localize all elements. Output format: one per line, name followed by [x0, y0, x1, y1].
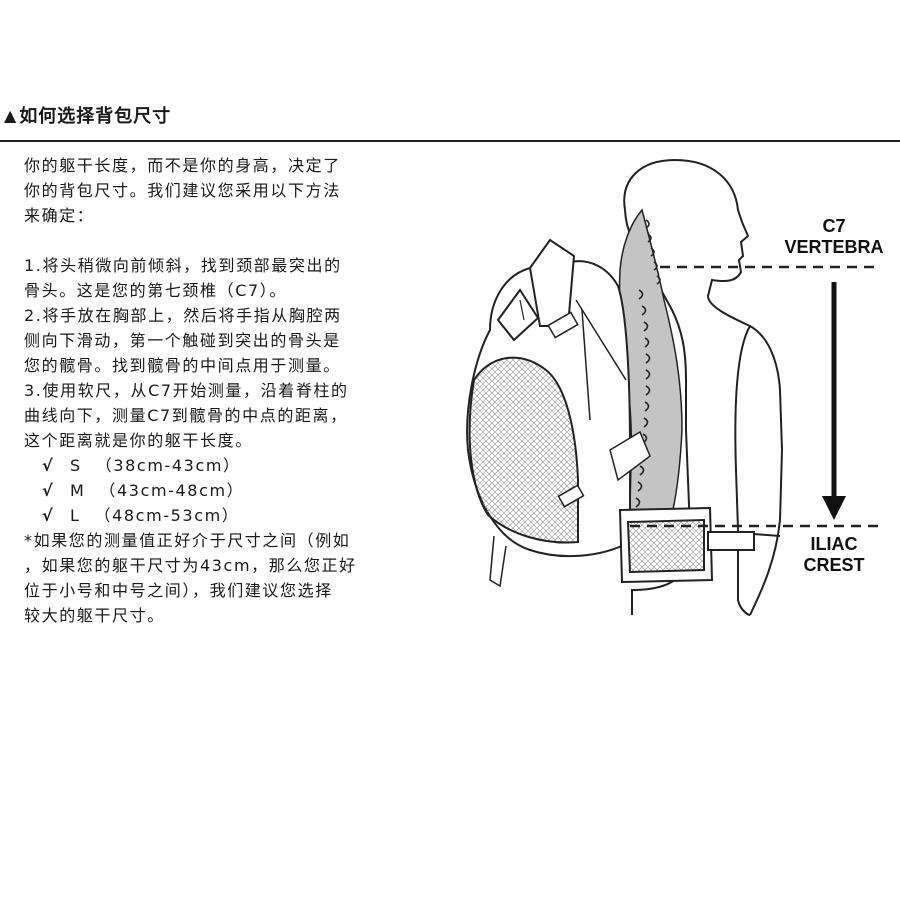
size-label: M — [70, 481, 86, 500]
size-item-s: √ S （38cm-43cm） — [24, 453, 434, 478]
c7-label-line2: VERTEBRA — [784, 237, 884, 257]
intro-paragraph: 你的躯干长度，而不是你的身高，决定了 你的背包尺寸。我们建议您采用以下方法 来确… — [24, 156, 341, 225]
step-2: 2.将手放在胸部上，然后将手指从胸腔两 侧向下滑动，第一个触碰到突出的骨头是 您… — [24, 306, 342, 375]
iliac-label-line1: ILIAC — [810, 534, 858, 554]
heading-divider — [0, 140, 900, 142]
step-1: 1.将头稍微向前倾斜，找到颈部最突出的 骨头。这是您的第七颈椎（C7）。 — [24, 256, 342, 300]
size-range: （43cm-48cm） — [99, 481, 245, 500]
triangle-up-icon: ▲ — [4, 105, 18, 125]
iliac-label-line2: CREST — [803, 555, 865, 575]
size-range: （38cm-43cm） — [95, 456, 241, 475]
c7-vertebra-label: C7 VERTEBRA — [772, 216, 896, 258]
size-list: √ S （38cm-43cm） √ M （43cm-48cm） √ L （48c… — [24, 453, 434, 528]
backpack — [466, 238, 651, 588]
check-icon: √ — [42, 481, 55, 500]
size-item-m: √ M （43cm-48cm） — [24, 478, 434, 503]
section-heading: ▲ 如何选择背包尺寸 — [4, 102, 171, 128]
measurement-arrow-head — [822, 496, 846, 520]
check-icon: √ — [42, 506, 55, 525]
size-range: （48cm-53cm） — [94, 506, 240, 525]
hip-belt — [618, 506, 781, 584]
size-item-l: √ L （48cm-53cm） — [24, 503, 434, 528]
instructions: 你的躯干长度，而不是你的身高，决定了 你的背包尺寸。我们建议您采用以下方法 来确… — [24, 153, 434, 628]
c7-label-line1: C7 — [822, 216, 846, 236]
note-paragraph: *如果您的测量值正好介于尺寸之间（例如 ，如果您的躯干尺寸为43cm，那么您正好… — [24, 531, 357, 625]
size-label: S — [70, 456, 82, 475]
size-label: L — [70, 506, 81, 525]
step-3: 3.使用软尺，从C7开始测量，沿着脊柱的 曲线向下，测量C7到髋骨的中点的距离，… — [24, 381, 349, 450]
torso-measurement-illustration: C7 VERTEBRA ILIAC CREST — [450, 150, 900, 630]
arm-outline — [734, 325, 751, 616]
iliac-crest-label: ILIAC CREST — [772, 534, 896, 576]
section-title: 如何选择背包尺寸 — [19, 106, 172, 127]
check-icon: √ — [42, 456, 55, 475]
vertebrae-marks — [635, 219, 661, 508]
